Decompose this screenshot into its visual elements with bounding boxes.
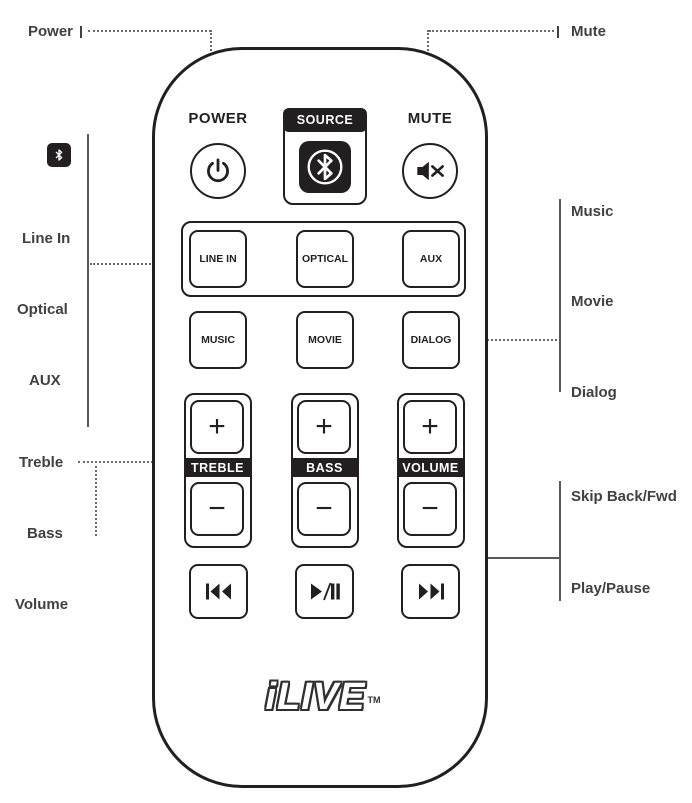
mute-button[interactable] (402, 143, 458, 199)
treble-plus-button[interactable]: + (190, 400, 244, 454)
volume-control: + VOLUME − (396, 393, 465, 548)
line-in-button[interactable]: LINE IN (189, 230, 247, 288)
dialog-button[interactable]: DIALOG (402, 311, 460, 369)
aux-button[interactable]: AUX (402, 230, 460, 288)
skip-forward-icon (418, 583, 444, 600)
callout-play-pause: Play/Pause (571, 580, 651, 597)
play-pause-button[interactable] (295, 564, 354, 619)
treble-minus-button[interactable]: − (190, 482, 244, 536)
play-pause-icon (310, 582, 340, 601)
callout-aux: AUX (29, 372, 61, 389)
bass-band-label: BASS (290, 458, 359, 477)
volume-plus-button[interactable]: + (403, 400, 457, 454)
callout-power: Power (28, 23, 74, 40)
power-icon (207, 158, 229, 183)
brand-tm: TM (367, 694, 381, 705)
source-badge: SOURCE (283, 108, 367, 132)
power-button-label: POWER (188, 110, 248, 127)
callout-dialog: Dialog (571, 384, 617, 401)
leader-line-transport (467, 557, 559, 559)
callout-line-in: Line In (22, 230, 71, 247)
power-button[interactable] (190, 143, 246, 199)
treble-band-label: TREBLE (183, 458, 252, 477)
bluetooth-icon (47, 143, 71, 167)
bluetooth-rune (55, 149, 63, 161)
movie-button[interactable]: MOVIE (296, 311, 354, 369)
callout-mute: Mute (571, 23, 606, 40)
leader-line-sources (90, 263, 183, 265)
leader-line-treble-h (78, 461, 181, 463)
leader-line-dialog (460, 339, 557, 341)
callout-music: Music (571, 203, 614, 220)
mute-button-label: MUTE (407, 110, 453, 127)
callout-skip: Skip Back/Fwd (571, 488, 677, 505)
bracket-left-sources (87, 134, 89, 427)
volume-band-label: VOLUME (396, 458, 465, 477)
remote-body: POWER MUTE SOURCE LINE IN OPTICAL (152, 47, 488, 788)
volume-minus-button[interactable]: − (403, 482, 457, 536)
callout-treble: Treble (19, 454, 64, 471)
callout-optical: Optical (17, 301, 68, 318)
bass-plus-button[interactable]: + (297, 400, 351, 454)
treble-control: + TREBLE − (183, 393, 252, 548)
bass-minus-button[interactable]: − (297, 482, 351, 536)
brand-name: iLIVE (265, 676, 366, 718)
leader-line-mute-h (429, 30, 554, 32)
mute-speaker-icon (417, 161, 444, 181)
leader-tick-mute (557, 26, 559, 38)
skip-forward-button[interactable] (401, 564, 460, 619)
skip-back-button[interactable] (189, 564, 248, 619)
music-button[interactable]: MUSIC (189, 311, 247, 369)
leader-line-treble-v (95, 466, 97, 536)
bracket-right-modes (559, 199, 561, 392)
callout-volume: Volume (15, 596, 69, 613)
bluetooth-source-button[interactable] (299, 141, 351, 193)
bass-control: + BASS − (290, 393, 359, 548)
bluetooth-icon (307, 149, 343, 185)
leader-tick-power (80, 26, 82, 38)
callout-movie: Movie (571, 293, 614, 310)
bracket-right-transport (559, 481, 561, 601)
skip-back-icon (205, 583, 231, 600)
callout-bass: Bass (27, 525, 63, 542)
leader-line-power-h (88, 30, 211, 32)
optical-button[interactable]: OPTICAL (296, 230, 354, 288)
